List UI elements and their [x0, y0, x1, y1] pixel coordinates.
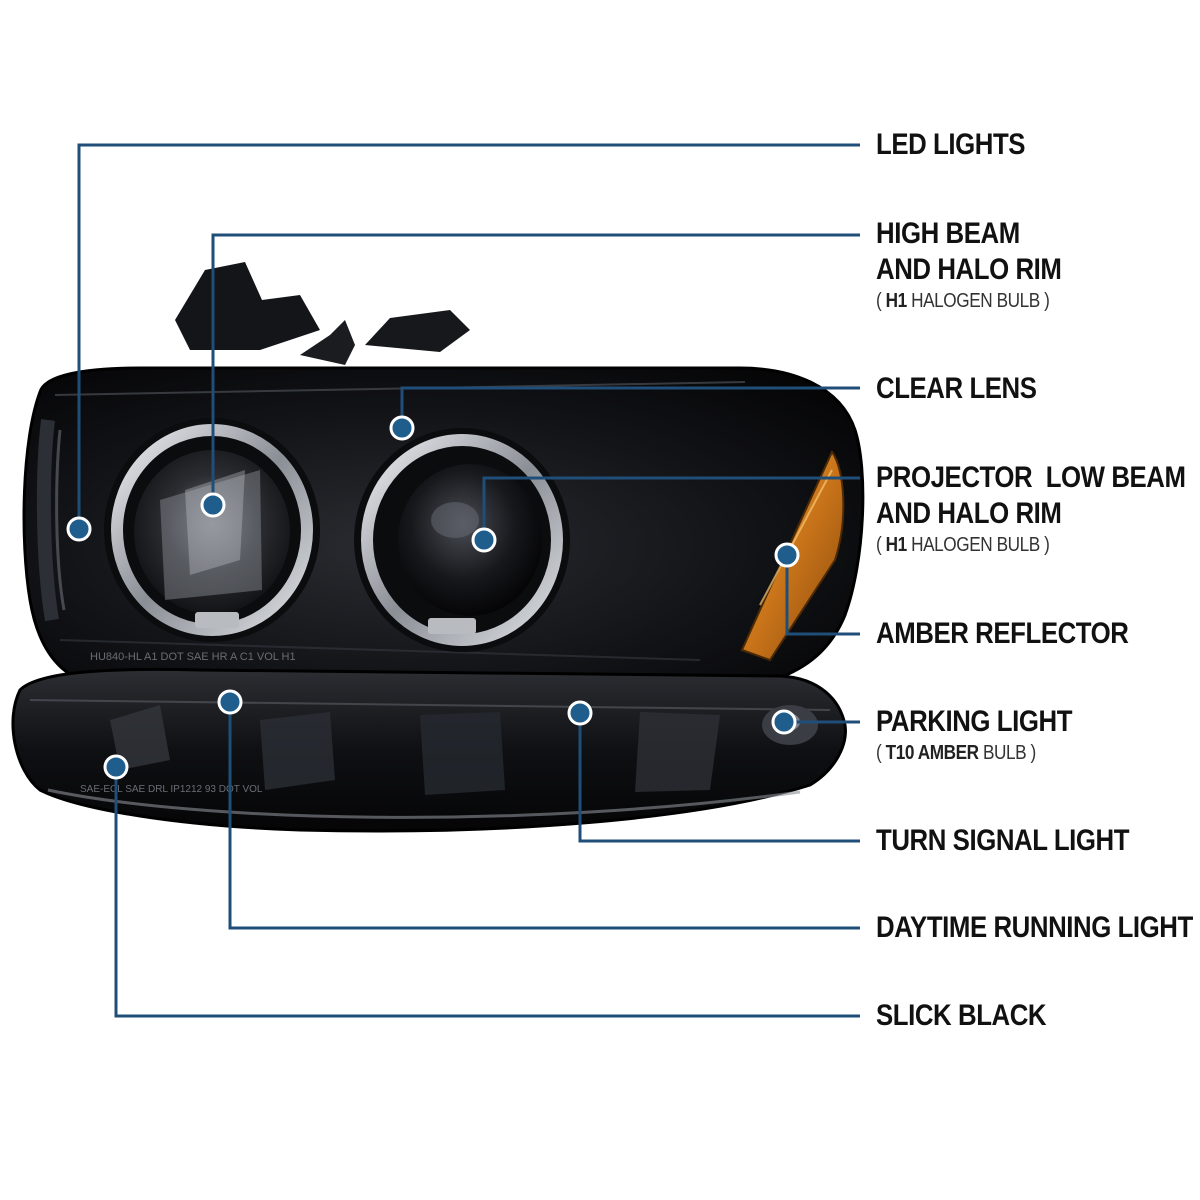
- label-amber-reflector: AMBER REFLECTOR: [876, 616, 1129, 652]
- label-turn-signal-line1: TURN SIGNAL LIGHT: [876, 824, 1130, 857]
- leader-lines: [77, 143, 860, 1018]
- dot-slick-black: [103, 754, 129, 780]
- label-led-lights: LED LIGHTS: [876, 127, 1026, 163]
- leader-daytime-running: [228, 702, 860, 930]
- dot-turn-signal: [567, 700, 593, 726]
- label-parking-light-line1: PARKING LIGHT: [876, 705, 1073, 738]
- mounting-brackets: [148, 262, 751, 384]
- leader-projector: [482, 476, 860, 540]
- dot-daytime-running: [217, 689, 243, 715]
- leader-amber-reflector: [785, 555, 860, 636]
- leader-led-lights: [77, 143, 860, 529]
- label-parking-light-bulb: ( T10 AMBER BULB ): [876, 742, 1036, 764]
- led-strip: [36, 419, 66, 622]
- label-turn-signal: TURN SIGNAL LIGHT: [876, 823, 1130, 859]
- headlight-lens-marking: HU840-HL A1 DOT SAE HR A C1 VOL H1: [90, 651, 296, 663]
- label-projector-line1: PROJECTOR LOW BEAM: [876, 461, 1186, 494]
- label-daytime-running: DAYTIME RUNNING LIGHT: [876, 910, 1193, 946]
- dot-amber-reflector: [774, 542, 800, 568]
- label-clear-lens-line1: CLEAR LENS: [876, 372, 1037, 405]
- dot-clear-lens: [389, 415, 415, 441]
- callout-dots: [66, 415, 800, 780]
- high-beam-assembly: [104, 418, 320, 642]
- dot-parking-light: [771, 709, 797, 735]
- label-high-beam-bulb: ( H1 HALOGEN BULB ): [876, 290, 1050, 312]
- label-parking-light: PARKING LIGHT ( T10 AMBER BULB ): [876, 704, 1072, 766]
- leader-turn-signal: [578, 713, 860, 843]
- label-high-beam-line1: HIGH BEAM: [876, 217, 1020, 250]
- bumper-light-housing: [11, 667, 847, 833]
- label-daytime-running-line1: DAYTIME RUNNING LIGHT: [876, 911, 1193, 944]
- label-led-lights-line1: LED LIGHTS: [876, 128, 1026, 161]
- label-high-beam: HIGH BEAM AND HALO RIM ( H1 HALOGEN BULB…: [876, 216, 1062, 314]
- label-amber-reflector-line1: AMBER REFLECTOR: [876, 617, 1129, 650]
- projector-assembly: [195, 428, 570, 652]
- label-slick-black: SLICK BLACK: [876, 998, 1047, 1034]
- dot-high-beam: [200, 492, 226, 518]
- label-slick-black-line1: SLICK BLACK: [876, 999, 1047, 1032]
- leader-clear-lens: [400, 386, 860, 428]
- leader-slick-black: [114, 767, 860, 1018]
- label-projector-bulb: ( H1 HALOGEN BULB ): [876, 534, 1050, 556]
- label-projector-low-beam: PROJECTOR LOW BEAM AND HALO RIM ( H1 HAL…: [876, 460, 1186, 558]
- label-projector-line2: AND HALO RIM: [876, 497, 1062, 530]
- label-clear-lens: CLEAR LENS: [876, 371, 1037, 407]
- dot-projector: [471, 527, 497, 553]
- bumper-lens-marking: SAE-ECL SAE DRL IP1212 93 DOT VOL: [80, 784, 263, 795]
- dot-led-lights: [66, 516, 92, 542]
- leader-high-beam: [211, 233, 860, 505]
- label-high-beam-line2: AND HALO RIM: [876, 253, 1062, 286]
